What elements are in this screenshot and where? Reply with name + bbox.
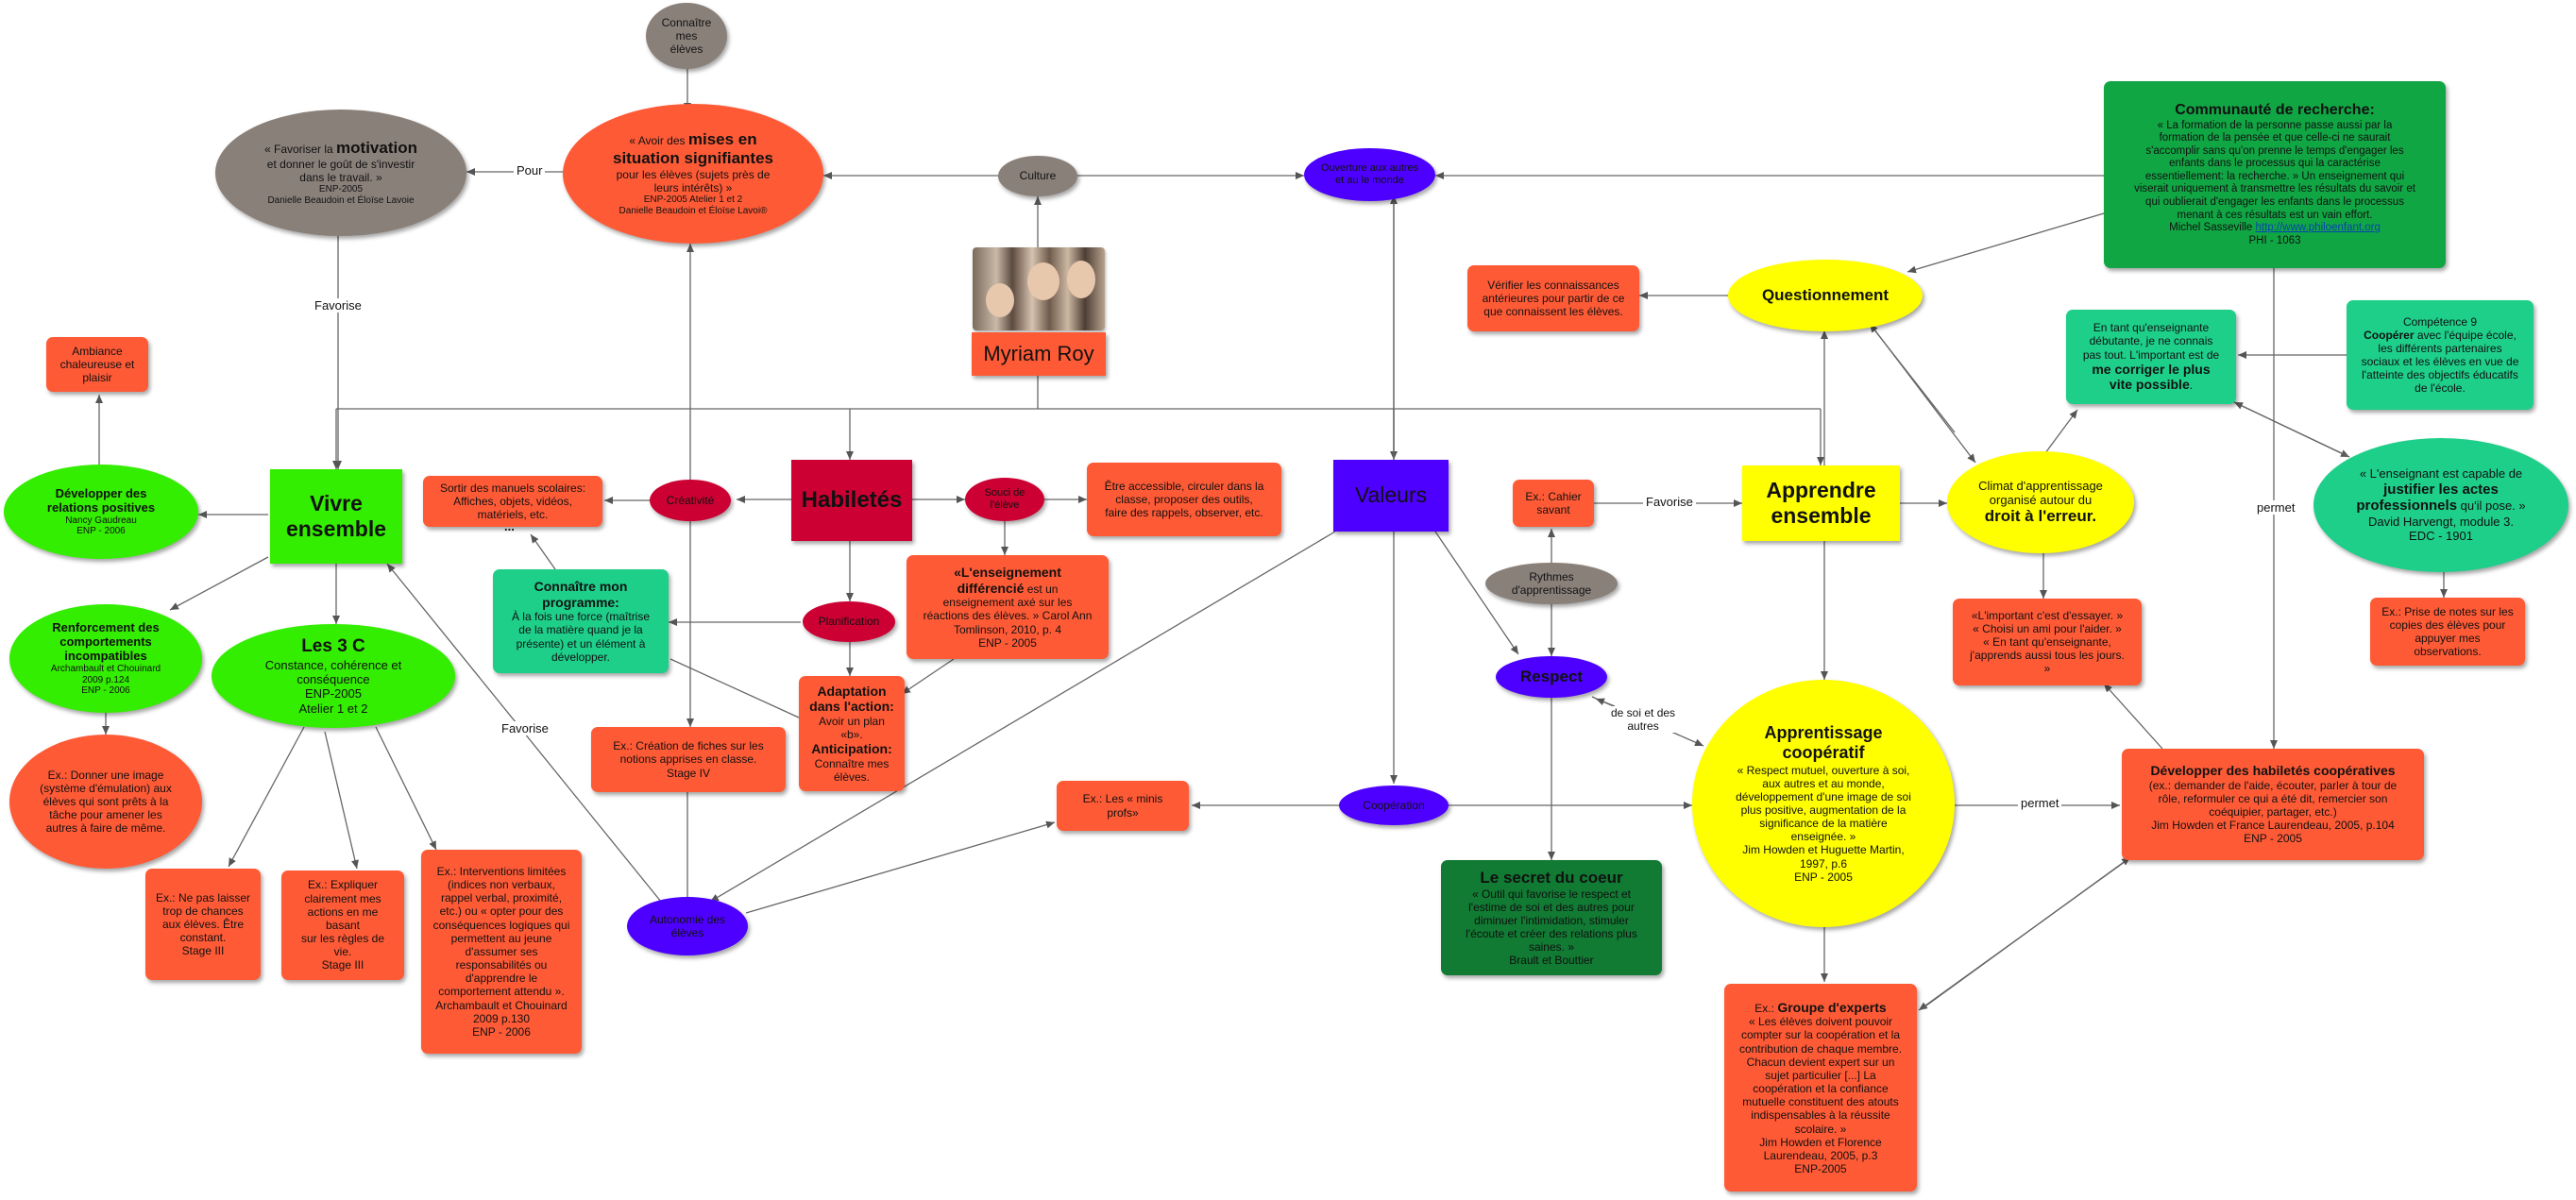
- node-vivre-ensemble: Vivre ensemble: [270, 469, 402, 564]
- node-enseignante-debutante: En tant qu'enseignante débutante, je ne …: [2066, 310, 2236, 404]
- node-connaitre-programme: Connaître mon programme: À la fois une f…: [493, 569, 669, 673]
- node-apprendre-ensemble: Apprendre ensemble: [1742, 465, 1900, 541]
- node-manuels: Sortir des manuels scolaires: Affiches, …: [423, 476, 602, 527]
- node-autonomie: Autonomie des élèves: [627, 897, 748, 955]
- node-secret-coeur: Le secret du coeur « Outil qui favorise …: [1441, 860, 1662, 975]
- node-enseignement-differencie: «L'enseignement différencié est un ensei…: [907, 555, 1109, 659]
- node-valeurs: Valeurs: [1333, 460, 1449, 532]
- node-les-3c: Les 3 C Constance, cohérence et conséque…: [212, 624, 455, 728]
- node-culture: Culture: [998, 156, 1077, 196]
- node-prise-notes: Ex.: Prise de notes sur les copies des é…: [2370, 598, 2525, 666]
- node-mini-profs: Ex.: Les « minis profs»: [1057, 781, 1189, 831]
- link-label-permet: permet: [2018, 796, 2062, 810]
- node-climat-apprentissage: Climat d'apprentissage organisé autour d…: [1947, 451, 2134, 553]
- node-souci-eleve: Souci de l'élève: [965, 478, 1044, 521]
- node-justifier-actes: « L'enseignant est capable de justifier …: [2313, 438, 2568, 572]
- node-apprentissage-cooperatif: Apprentissage coopératif « Respect mutue…: [1692, 680, 1955, 927]
- node-myriam-roy: Myriam Roy: [972, 332, 1106, 376]
- link-label-pour: Pour: [514, 163, 546, 177]
- node-ambiance: Ambiance chaleureuse et plaisir: [46, 337, 148, 392]
- philoenfant-link[interactable]: http://www.philoenfant.org: [2255, 222, 2381, 234]
- node-motivation: « Favoriser la motivation et donner le g…: [215, 110, 466, 236]
- node-renforcement: Renforcement des comportements incompati…: [9, 604, 202, 713]
- link-label-de-soi: de soi et des autres: [1608, 706, 1679, 733]
- link-label-favorise: Favorise: [1643, 495, 1696, 509]
- node-competence-9: Compétence 9 Coopérer avec l'équipe écol…: [2347, 300, 2534, 410]
- node-cooperation: Coopération: [1339, 786, 1449, 825]
- portrait-photo: [973, 247, 1105, 330]
- node-accessible: Être accessible, circuler dans la classe…: [1087, 463, 1281, 536]
- node-verifier: Vérifier les connaissances antérieures p…: [1467, 265, 1639, 331]
- node-habiletes: Habiletés: [791, 460, 912, 541]
- node-developper-relations: Développer des relations positives Nancy…: [4, 465, 198, 559]
- node-cahier-savant: Ex.: Cahier savant: [1513, 480, 1594, 527]
- node-planification: Planification: [803, 601, 895, 642]
- node-developper-habiletes-coop: Développer des habiletés coopératives (e…: [2122, 749, 2424, 860]
- node-expliquer: Ex.: Expliquer clairement mes actions en…: [281, 870, 404, 980]
- node-donner-image: Ex.: Donner une image (système d'émulati…: [9, 735, 202, 869]
- link-label-favorise: Favorise: [312, 298, 364, 313]
- node-questionnement: Questionnement: [1728, 260, 1923, 331]
- link-label-permet: permet: [2254, 500, 2298, 515]
- node-ouverture: Ouverture aux autres et au le monde: [1304, 148, 1435, 201]
- node-mises-en-situation: « Avoir des mises en situation signifian…: [563, 104, 823, 244]
- node-rythmes: Rythmes d'apprentissage: [1485, 563, 1618, 604]
- node-groupe-experts: Ex.: Groupe d'experts « Les élèves doive…: [1724, 984, 1917, 1192]
- node-ne-pas-laisser: Ex.: Ne pas laisser trop de chances aux …: [145, 869, 261, 980]
- node-important-essayer: «L'important c'est d'essayer. » « Choisi…: [1953, 599, 2142, 685]
- node-fiches: Ex.: Création de fiches sur les notions …: [591, 727, 786, 792]
- node-interventions: Ex.: Interventions limitées (indices non…: [421, 850, 582, 1054]
- node-communaute-recherche: Communauté de recherche: « La formation …: [2104, 81, 2446, 268]
- link-label-favorise: Favorise: [499, 721, 551, 735]
- node-respect: Respect: [1496, 656, 1607, 698]
- node-creativite: Créativité: [650, 480, 731, 521]
- node-adaptation: Adaptation dans l'action: Avoir un plan …: [799, 676, 905, 791]
- node-connaitre: Connaître mes élèves: [646, 3, 727, 69]
